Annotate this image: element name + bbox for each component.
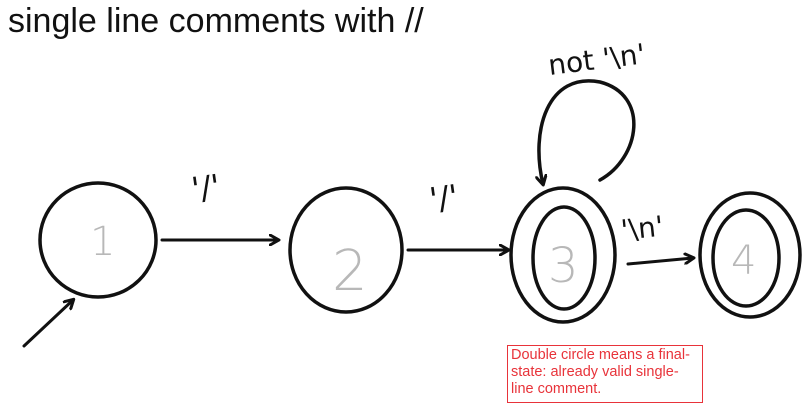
transition-3-4-label: '\n' — [619, 210, 665, 247]
state-4: 4 — [698, 191, 802, 319]
final-state-note: Double circle means a final-state: alrea… — [507, 345, 703, 403]
state-4-label: 4 — [731, 238, 756, 284]
state-1: 1 — [38, 181, 158, 299]
start-arrow — [22, 300, 73, 348]
transition-2-3-label: '/' — [427, 177, 460, 219]
state-3-label: 3 — [548, 238, 579, 294]
self-loop-3 — [539, 79, 636, 184]
self-loop-3-label: not '\n' — [546, 37, 647, 82]
state-2-label: 2 — [332, 239, 368, 304]
state-3: 3 — [509, 186, 617, 324]
transition-1-2-label: '/' — [189, 167, 222, 209]
state-1-label: 1 — [90, 219, 115, 265]
state-2: 2 — [288, 186, 404, 314]
transition-3-4 — [626, 258, 693, 266]
slide-title: single line comments with // — [8, 2, 424, 40]
